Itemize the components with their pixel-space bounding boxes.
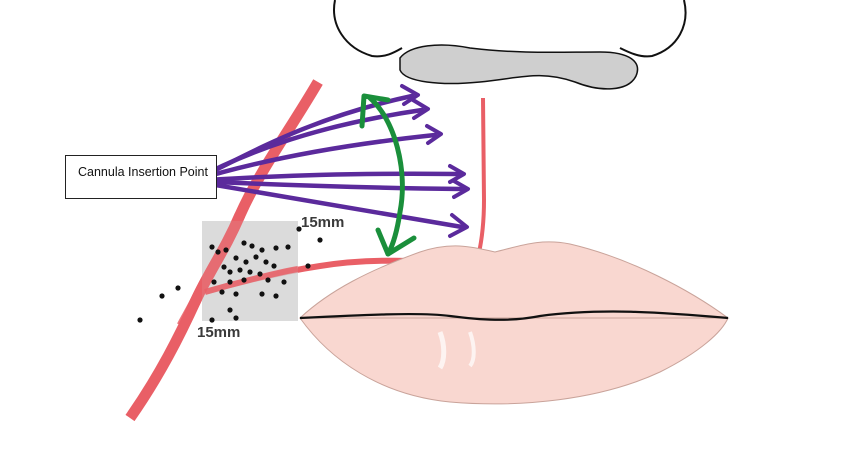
- point: [259, 247, 265, 253]
- arrowhead: [448, 213, 469, 238]
- point: [241, 240, 247, 246]
- point: [271, 263, 277, 269]
- point: [259, 291, 265, 297]
- injection-arrow: [189, 132, 438, 184]
- point: [233, 255, 239, 261]
- facial-artery-overlay: [177, 212, 246, 329]
- point: [215, 249, 221, 255]
- point: [211, 279, 217, 285]
- point: [227, 279, 233, 285]
- dimension-label-bottom: 15mm: [197, 324, 241, 341]
- point: [317, 237, 323, 243]
- nostril: [399, 44, 639, 90]
- point: [273, 245, 279, 251]
- columellar-artery: [473, 97, 487, 269]
- lip-highlight-right: [468, 331, 476, 368]
- injection-arrow: [189, 171, 461, 184]
- upper-lip: [298, 241, 730, 319]
- point: [241, 277, 247, 283]
- arrowhead: [425, 124, 443, 145]
- artery-location-points: [137, 226, 323, 323]
- injection-arrow: [189, 178, 465, 230]
- injection-arrow: [189, 178, 465, 192]
- point: [233, 315, 239, 321]
- arrowhead: [411, 98, 430, 120]
- cannula-insertion-label-text: Cannula Insertion Point: [78, 165, 208, 179]
- injection-arrowheads: [400, 84, 470, 238]
- point: [263, 259, 269, 265]
- lip-highlight-left: [437, 331, 447, 370]
- point: [175, 285, 181, 291]
- point: [237, 267, 243, 273]
- nose-outline: [333, 0, 687, 58]
- point: [281, 279, 287, 285]
- point: [253, 254, 259, 260]
- point: [305, 263, 311, 269]
- injection-fan-arrows: [189, 93, 465, 230]
- point: [227, 307, 233, 313]
- point: [257, 271, 263, 277]
- point: [296, 226, 302, 232]
- lower-lip: [299, 317, 729, 405]
- point: [209, 244, 215, 250]
- point: [209, 317, 215, 323]
- point: [247, 269, 253, 275]
- point: [227, 269, 233, 275]
- point: [137, 317, 143, 323]
- point: [273, 293, 279, 299]
- point: [159, 293, 165, 299]
- arrowhead: [452, 179, 470, 199]
- point: [221, 264, 227, 270]
- point: [219, 289, 225, 295]
- point: [223, 247, 229, 253]
- sweep-arc: [367, 95, 405, 257]
- sweep-head-bottom: [375, 227, 417, 257]
- point: [233, 291, 239, 297]
- point: [285, 244, 291, 250]
- point: [243, 259, 249, 265]
- point: [265, 277, 271, 283]
- dimension-label-top: 15mm: [301, 214, 345, 231]
- cannula-insertion-label: Cannula Insertion Point: [65, 155, 217, 199]
- sweep-head-top: [359, 93, 391, 129]
- arrowhead: [400, 84, 420, 106]
- labial-branch-overlay: [204, 266, 299, 295]
- lips: [298, 241, 730, 405]
- fanning-sweep-arrow: [359, 93, 417, 257]
- point: [249, 243, 255, 249]
- lip-line: [299, 310, 729, 321]
